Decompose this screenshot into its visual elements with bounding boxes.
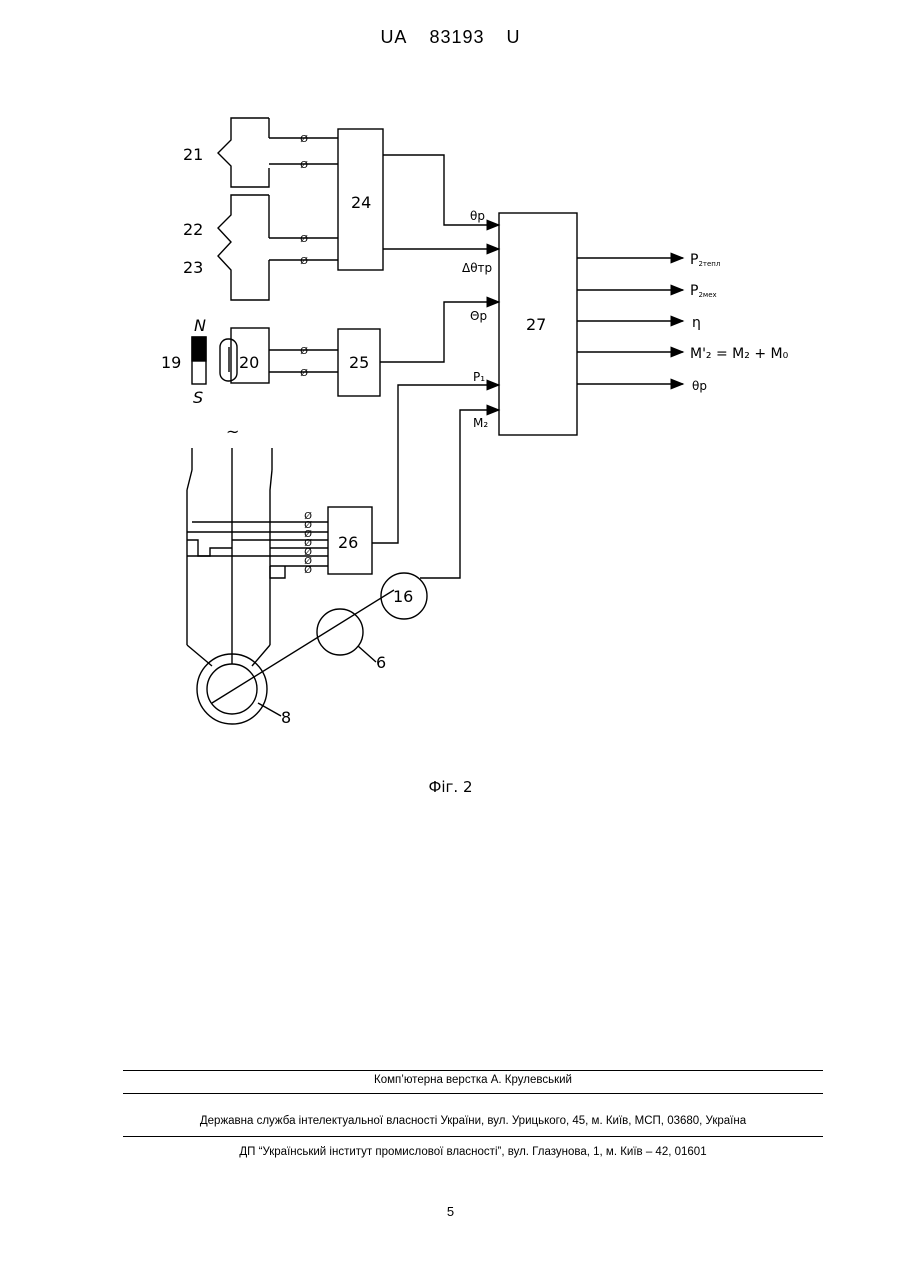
label-16: 16 <box>393 587 413 606</box>
output-theta-p: θр <box>692 379 707 393</box>
output-p2-mex: P <box>690 283 698 299</box>
label-6: 6 <box>376 653 386 672</box>
input-delta-theta: Δθтр <box>462 261 492 275</box>
footer-rule <box>123 1070 823 1071</box>
sensor-21 <box>218 118 269 187</box>
load-6 <box>317 609 363 655</box>
label-ac: ~ <box>226 422 239 441</box>
input-omega-p: Θр <box>470 309 487 323</box>
terminal: Ø <box>300 133 308 145</box>
output-p2-tepl-sub: 2тепл <box>698 260 720 268</box>
footer-service: Державна служба інтелектуальної власност… <box>123 1115 823 1127</box>
input-p1: P₁ <box>473 370 485 384</box>
footer-rule <box>123 1136 823 1137</box>
label-north: N <box>194 316 206 335</box>
svg-text:P2тепл: P2тепл <box>690 252 720 268</box>
figure-caption: Фіг. 2 <box>0 778 901 796</box>
terminal: Ø <box>300 159 308 171</box>
label-23: 23 <box>183 258 203 277</box>
label-25: 25 <box>349 353 369 372</box>
terminal: Ø <box>300 255 308 267</box>
label-22: 22 <box>183 220 203 239</box>
output-p2-mex-sub: 2мех <box>698 291 716 299</box>
label-8: 8 <box>281 708 291 727</box>
label-27: 27 <box>526 315 546 334</box>
terminal: Ø <box>304 564 312 576</box>
label-24: 24 <box>351 193 371 212</box>
output-p2-tepl: P <box>690 252 698 268</box>
input-theta-p: θр <box>470 209 485 223</box>
terminal: Ø <box>300 345 308 357</box>
label-26: 26 <box>338 533 358 552</box>
footer-rule <box>123 1093 823 1094</box>
terminal: Ø <box>300 367 308 379</box>
label-21: 21 <box>183 145 203 164</box>
output-m2-equation: M'₂ = M₂ + M₀ <box>690 346 789 362</box>
label-south: S <box>193 388 203 407</box>
label-19: 19 <box>161 353 181 372</box>
output-eta: η <box>692 315 701 331</box>
circuit-diagram: Ø Ø Ø Ø Ø Ø Ø Ø Ø Ø Ø Ø Ø 21 22 23 24 25… <box>0 0 901 770</box>
input-m2: M₂ <box>473 416 488 430</box>
page-number: 5 <box>0 1204 901 1219</box>
footer-institute: ДП “Український інститут промислової вла… <box>123 1146 823 1158</box>
sensor-22-23 <box>218 195 269 300</box>
footer-layout: Комп’ютерна верстка А. Крулевський <box>123 1074 823 1086</box>
label-20: 20 <box>239 353 259 372</box>
terminal: Ø <box>300 233 308 245</box>
svg-text:P2мех: P2мех <box>690 283 717 299</box>
